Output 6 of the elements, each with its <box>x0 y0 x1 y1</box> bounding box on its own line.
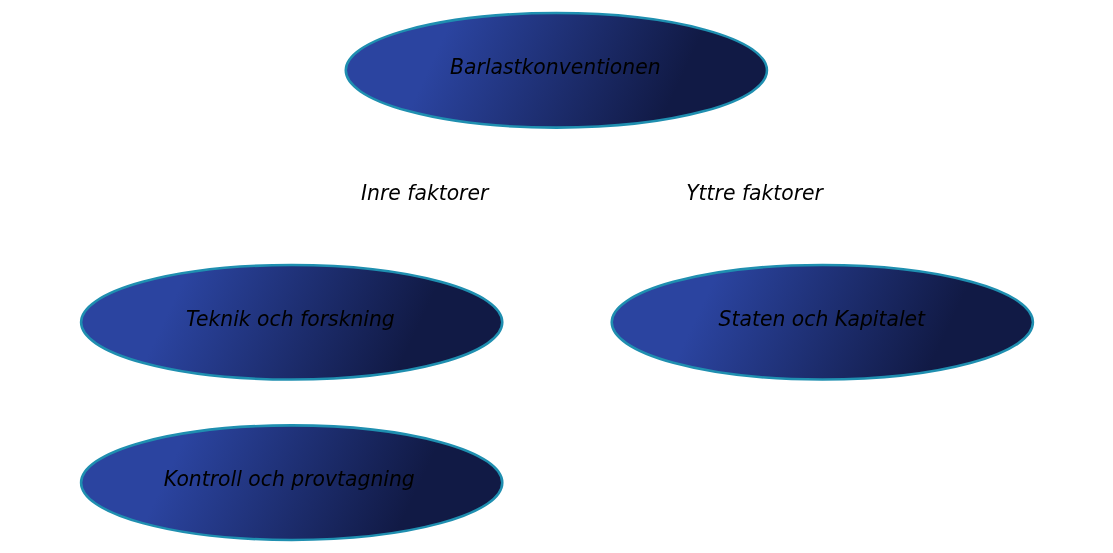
node-ellipse: Staten och Kapitalet <box>609 263 1034 381</box>
node-ellipse: Kontroll och provtagning <box>79 424 504 542</box>
node-ellipse: Barlastkonventionen <box>344 11 768 129</box>
label: Inre faktorer <box>360 180 488 205</box>
label: Yttre faktorer <box>685 180 823 205</box>
node-ellipse: Teknik och forskning <box>79 263 504 381</box>
